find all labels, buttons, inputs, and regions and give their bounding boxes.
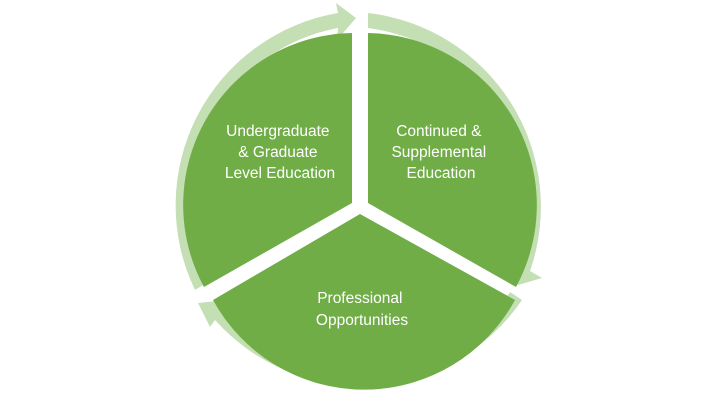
segment-label-continued: Continued & Supplemental Education [391,123,490,182]
segment-education [183,33,352,287]
segment-professional [213,214,515,390]
segment-label-education: Undergraduate & Graduate Level Education [225,123,335,182]
cycle-segments [183,33,537,390]
segment-label-professional: Professional Opportunities [316,290,408,329]
segment-labels: Undergraduate & Graduate Level Education… [225,123,490,329]
segment-continued [368,33,537,287]
